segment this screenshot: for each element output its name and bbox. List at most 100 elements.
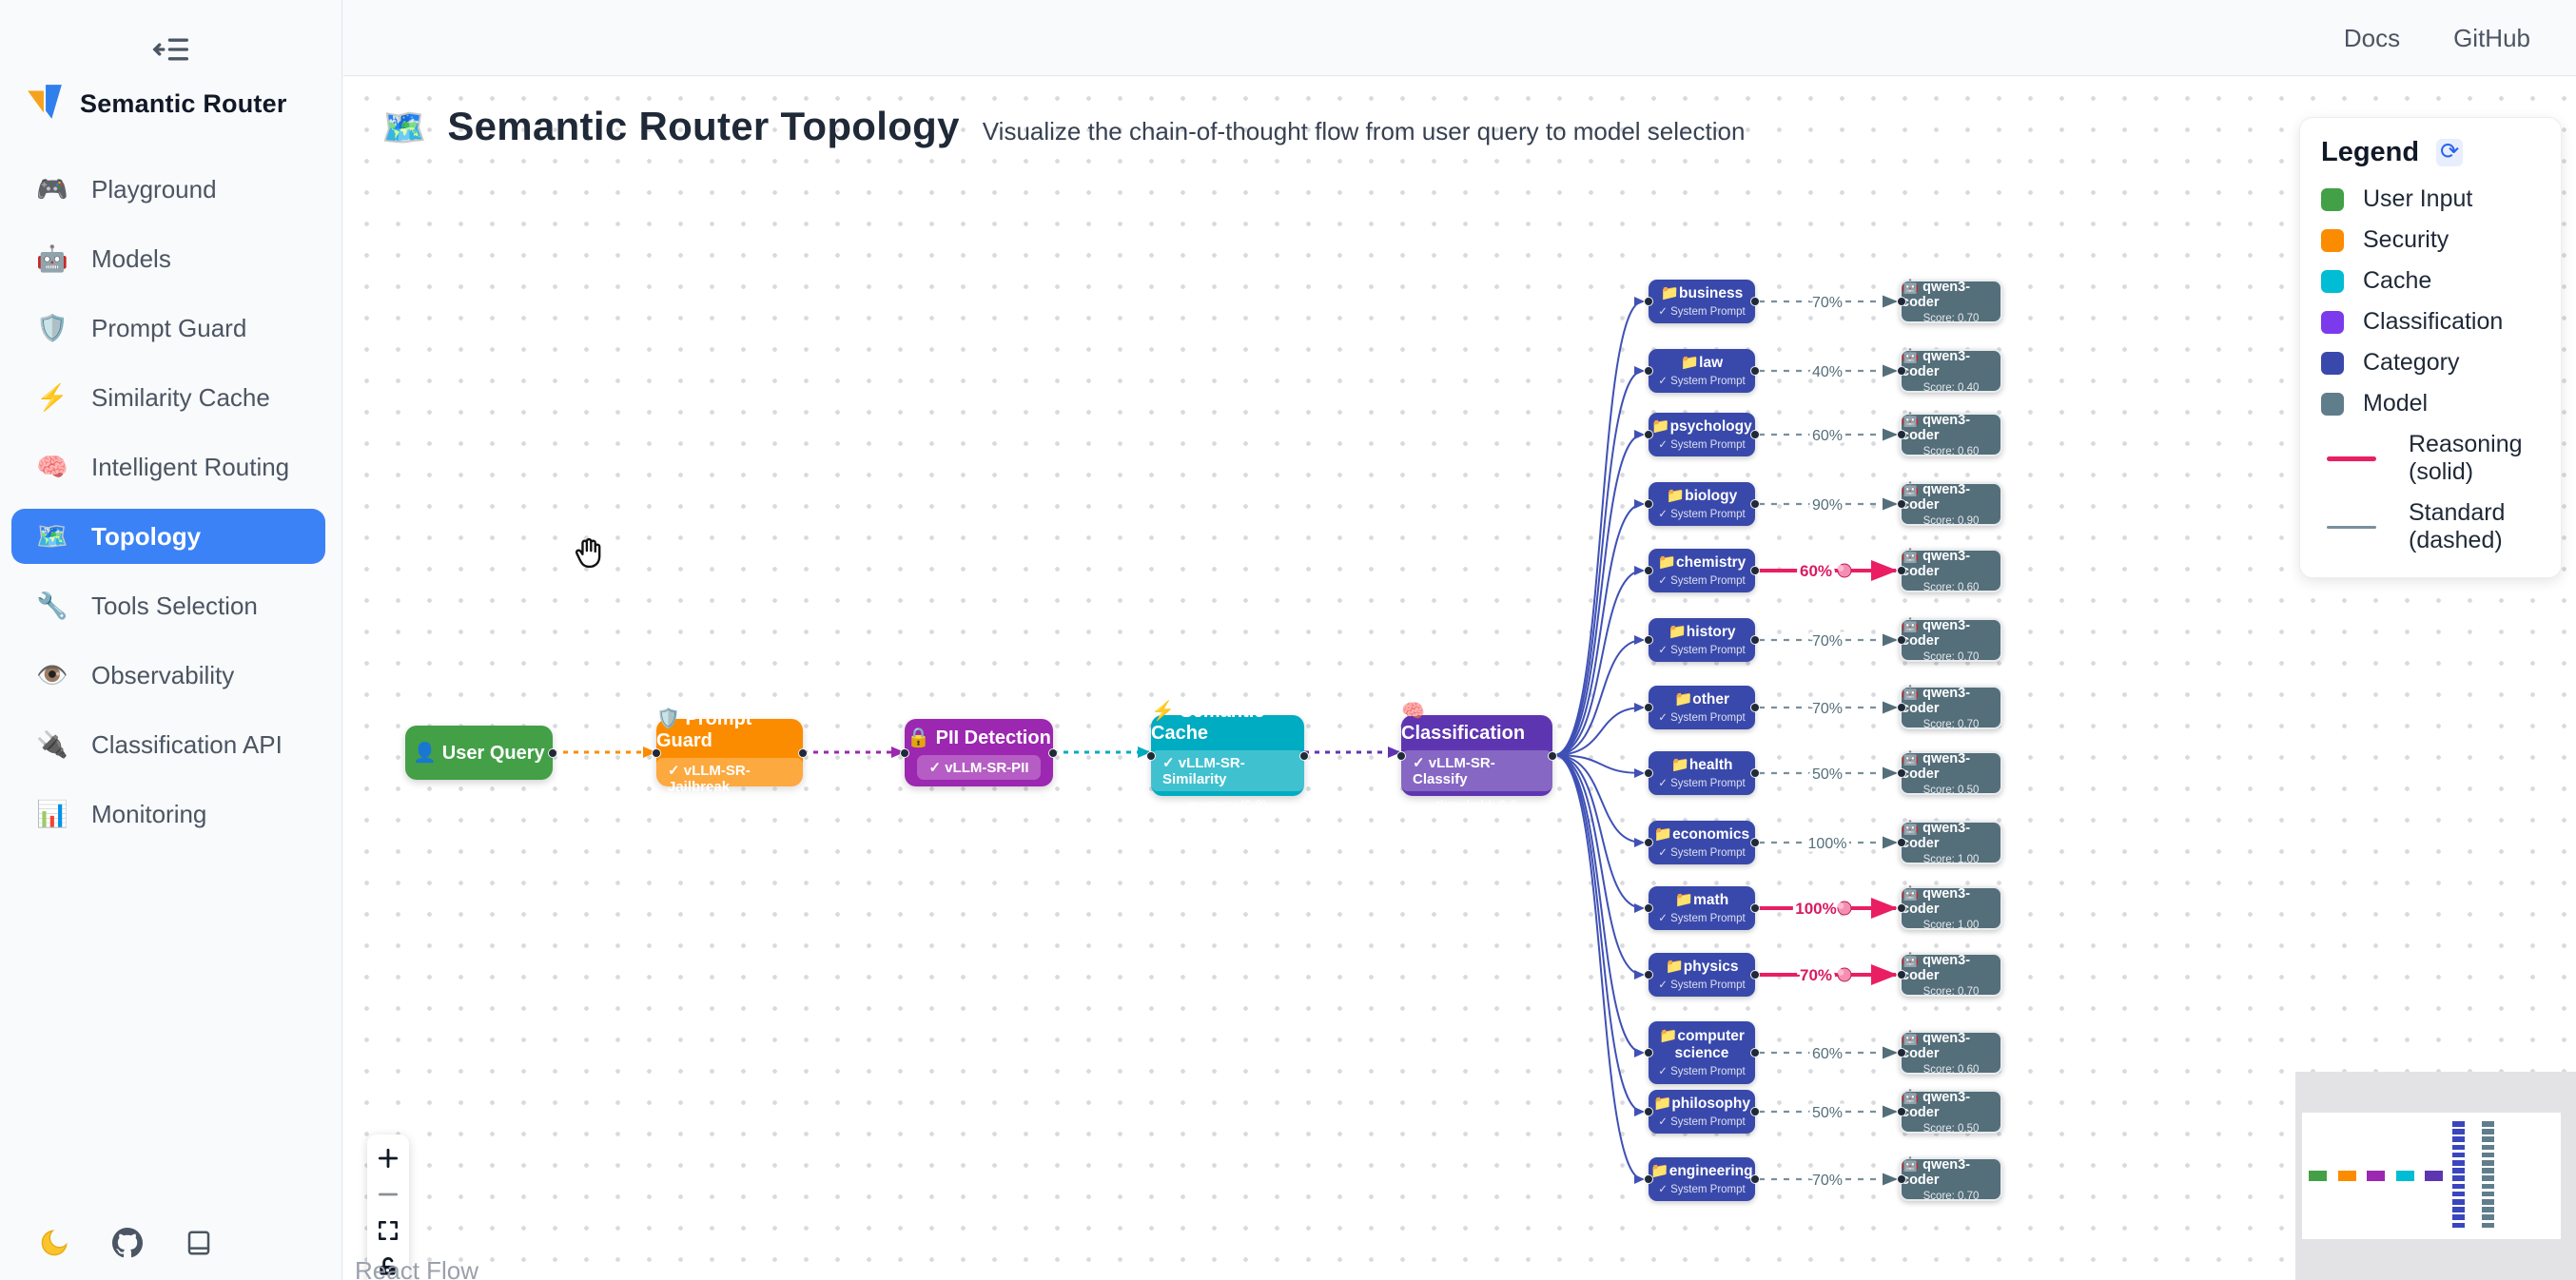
category-node-law[interactable]: 📁law✓ System Prompt — [1649, 349, 1755, 393]
sidebar-item-intelligent-routing[interactable]: 🧠Intelligent Routing — [11, 439, 325, 495]
category-node-philosophy[interactable]: 📁philosophy ✓ System Prompt — [1649, 1090, 1755, 1134]
monitoring-icon: 📊 — [36, 800, 68, 828]
svg-text:50%: 50% — [1812, 766, 1843, 783]
category-node-engineering[interactable]: 📁engineering✓ System Prompt — [1649, 1157, 1755, 1201]
minimap-category-node — [2452, 1168, 2465, 1173]
category-subtitle: ✓ System Prompt — [1658, 778, 1746, 790]
model-score: Score: 0.70 — [1922, 986, 1980, 998]
minimap-pipeline-node — [2425, 1171, 2443, 1181]
theme-moon-icon[interactable] — [38, 1227, 70, 1259]
minimap-category-node — [2452, 1152, 2465, 1158]
category-node-math[interactable]: 📁math✓ System Prompt — [1649, 886, 1755, 930]
collapse-sidebar-icon[interactable] — [152, 32, 190, 71]
docs-book-icon[interactable] — [185, 1229, 213, 1257]
svg-text:50%: 50% — [1812, 1105, 1843, 1121]
model-score: Score: 0.60 — [1922, 446, 1980, 457]
pipeline-node-user-query[interactable]: 👤 User Query — [405, 726, 553, 780]
category-subtitle: ✓ System Prompt — [1658, 1116, 1746, 1129]
category-subtitle: ✓ System Prompt — [1658, 645, 1746, 657]
sidebar-item-playground[interactable]: 🎮Playground — [11, 162, 325, 217]
flow-canvas[interactable]: 70%40%60%90%60%70%70%50%100%100%70%60%50… — [343, 77, 2576, 1280]
zoom-out-button[interactable] — [367, 1176, 409, 1212]
node-title: 🛡️ Prompt Guard — [656, 708, 752, 751]
minimap-model-node — [2482, 1129, 2494, 1135]
category-node-computer-science[interactable]: 📁computer science✓ System Prompt — [1649, 1021, 1755, 1084]
sidebar-item-observability[interactable]: 👁️Observability — [11, 648, 325, 703]
category-node-business[interactable]: 📁business✓ System Prompt — [1649, 280, 1755, 323]
sidebar-item-similarity-cache[interactable]: ⚡Similarity Cache — [11, 370, 325, 425]
minimap-model-node — [2482, 1144, 2494, 1151]
svg-text:70%: 70% — [1812, 633, 1843, 650]
model-title: 🤖 qwen3-coder — [1902, 953, 1971, 983]
model-score: Score: 0.70 — [1922, 719, 1980, 730]
sidebar-item-topology[interactable]: 🗺️Topology — [11, 509, 325, 564]
react-flow-attribution[interactable]: React Flow — [355, 1256, 479, 1280]
category-node-history[interactable]: 📁history✓ System Prompt — [1649, 618, 1755, 662]
category-title: 📁philosophy — [1653, 1095, 1750, 1112]
sidebar-item-monitoring[interactable]: 📊 Monitoring — [11, 786, 325, 842]
lock-button[interactable] — [367, 1249, 409, 1280]
minimap[interactable] — [2295, 1072, 2576, 1280]
intelligent-routing-icon: 🧠 — [36, 453, 68, 481]
legend-line-standard-dashed-: Standard (dashed) — [2321, 499, 2540, 554]
legend-item-model: Model — [2321, 390, 2540, 417]
sidebar-item-label: Monitoring — [91, 799, 207, 828]
sidebar-item-label: Tools Selection — [91, 591, 258, 620]
docs-link[interactable]: Docs — [2343, 23, 2401, 52]
category-node-other[interactable]: 📁other✓ System Prompt — [1649, 686, 1755, 729]
page-subtitle: Visualize the chain-of-thought flow from… — [982, 117, 1746, 145]
github-link[interactable]: GitHub — [2453, 23, 2530, 52]
pipeline-node-pii-detection[interactable]: 🔒 PII Detection✓ vLLM-SR-PII — [905, 719, 1053, 786]
category-subtitle: ✓ System Prompt — [1658, 376, 1746, 388]
sidebar-item-classification-api[interactable]: 🔌Classification API — [11, 717, 325, 772]
pipeline-node-prompt-guard[interactable]: 🛡️ Prompt Guard✓ vLLM-SR-Jailbreak — [656, 708, 803, 799]
classification-api-icon: 🔌 — [36, 730, 68, 759]
model-title: 🤖 qwen3-coder — [1902, 618, 1971, 649]
github-icon[interactable] — [112, 1228, 143, 1258]
category-node-economics[interactable]: 📁economics✓ System Prompt — [1649, 821, 1755, 864]
minimap-model-node — [2482, 1183, 2494, 1190]
svg-text:60%: 60% — [1812, 1046, 1843, 1062]
fit-view-button[interactable] — [367, 1212, 409, 1249]
svg-text:70%: 70% — [1812, 701, 1843, 717]
minimap-category-node — [2452, 1207, 2465, 1212]
legend-swatch — [2321, 392, 2344, 416]
model-score: Score: 1.00 — [1922, 854, 1980, 865]
model-title: 🤖 qwen3-coder — [1902, 413, 1971, 443]
observability-icon: 👁️ — [36, 661, 68, 689]
category-node-psychology[interactable]: 📁psychology✓ System Prompt — [1649, 413, 1755, 456]
sidebar-item-label: Prompt Guard — [91, 313, 247, 342]
category-subtitle: ✓ System Prompt — [1658, 509, 1746, 521]
model-score: Score: 0.70 — [1922, 651, 1980, 663]
category-node-physics[interactable]: 📁physics✓ System Prompt — [1649, 953, 1755, 997]
category-node-health[interactable]: 📁health✓ System Prompt — [1649, 751, 1755, 795]
sidebar-item-tools-selection[interactable]: 🔧 Tools Selection — [11, 578, 325, 633]
minimap-category-node — [2452, 1191, 2465, 1197]
model-title: 🤖 qwen3-coder — [1902, 886, 1971, 917]
category-node-biology[interactable]: 📁biology✓ System Prompt — [1649, 482, 1755, 526]
category-subtitle: ✓ System Prompt — [1658, 847, 1746, 860]
zoom-in-button[interactable] — [367, 1140, 409, 1176]
refresh-icon[interactable]: ⟳ — [2436, 139, 2464, 166]
category-node-chemistry[interactable]: 📁chemistry✓ System Prompt — [1649, 549, 1755, 592]
sidebar-item-prompt-guard[interactable]: 🛡️Prompt Guard — [11, 301, 325, 356]
sidebar-item-models[interactable]: 🤖Models — [11, 231, 325, 286]
category-title: 📁chemistry — [1657, 553, 1747, 571]
tools-selection-icon: 🔧 — [36, 592, 68, 620]
